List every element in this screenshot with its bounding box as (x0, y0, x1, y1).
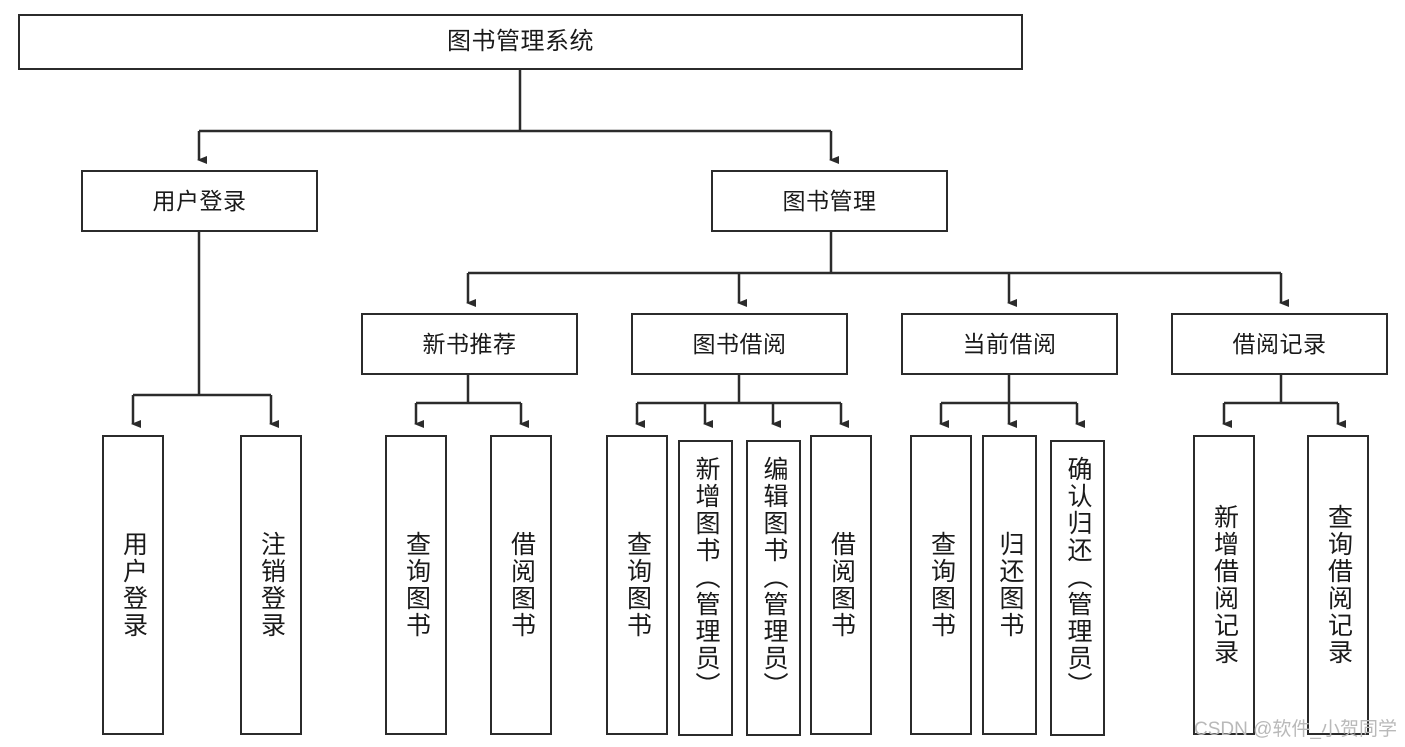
node-label: 归还图书 (996, 531, 1024, 639)
leaf-user-login-signout[interactable]: 注销登录 (240, 435, 302, 735)
node-label: 借阅图书 (507, 531, 536, 639)
node-label: 新书推荐 (422, 330, 517, 357)
leaf-recommend-borrow-book[interactable]: 借阅图书 (490, 435, 552, 735)
leaf-current-confirm-return-admin[interactable]: 确认归还（管理员） (1050, 440, 1105, 736)
node-label: 图书借阅 (692, 330, 787, 357)
node-label: 图书管理系统 (447, 28, 594, 55)
leaf-record-query-record[interactable]: 查询借阅记录 (1307, 435, 1369, 735)
node-book-borrow[interactable]: 图书借阅 (631, 313, 848, 375)
node-label: 用户登录 (152, 187, 247, 214)
leaf-borrow-add-book-admin[interactable]: 新增图书（管理员） (678, 440, 733, 736)
node-new-book-recommend[interactable]: 新书推荐 (361, 313, 578, 375)
node-user-login[interactable]: 用户登录 (81, 170, 318, 232)
node-label: 查询图书 (927, 531, 956, 639)
node-label: 借阅图书 (827, 531, 856, 639)
node-label: 新增图书（管理员） (692, 456, 720, 699)
node-root-system[interactable]: 图书管理系统 (18, 14, 1023, 70)
node-label: 编辑图书（管理员） (760, 456, 788, 699)
node-label: 查询借阅记录 (1324, 504, 1353, 666)
leaf-borrow-borrow-book[interactable]: 借阅图书 (810, 435, 872, 735)
node-label: 查询图书 (402, 531, 431, 639)
leaf-record-add-record[interactable]: 新增借阅记录 (1193, 435, 1255, 735)
node-label: 用户登录 (119, 531, 148, 639)
leaf-recommend-query-book[interactable]: 查询图书 (385, 435, 447, 735)
watermark: CSDN @软件_小贺同学 (1194, 719, 1397, 740)
node-borrow-record[interactable]: 借阅记录 (1171, 313, 1388, 375)
leaf-borrow-query-book[interactable]: 查询图书 (606, 435, 668, 735)
leaf-user-login-signin[interactable]: 用户登录 (102, 435, 164, 735)
node-book-management[interactable]: 图书管理 (711, 170, 948, 232)
leaf-current-query-book[interactable]: 查询图书 (910, 435, 972, 735)
node-label: 当前借阅 (962, 330, 1057, 357)
leaf-current-return-book[interactable]: 归还图书 (982, 435, 1037, 735)
node-current-borrow[interactable]: 当前借阅 (901, 313, 1118, 375)
node-label: 确认归还（管理员） (1064, 456, 1092, 699)
node-label: 注销登录 (257, 531, 286, 639)
node-label: 借阅记录 (1232, 330, 1327, 357)
leaf-borrow-edit-book-admin[interactable]: 编辑图书（管理员） (746, 440, 801, 736)
node-label: 新增借阅记录 (1210, 504, 1239, 666)
node-label: 查询图书 (623, 531, 652, 639)
node-label: 图书管理 (782, 187, 877, 214)
